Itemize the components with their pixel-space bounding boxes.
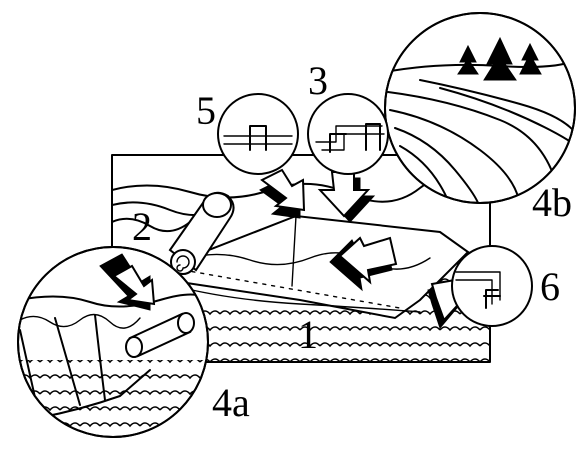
tree-icon [457, 36, 542, 81]
roll-icon [168, 191, 235, 275]
label-2: 2 [132, 204, 152, 249]
staple-anchor-icon [483, 289, 501, 309]
arrow-2-icon [99, 253, 156, 311]
label-1: 1 [298, 312, 318, 357]
label-6: 6 [540, 264, 560, 309]
staple-overlap-icon [329, 123, 381, 153]
detail-4b [384, 12, 576, 204]
liner-sheet [174, 214, 470, 320]
label-3: 3 [308, 58, 328, 103]
roll-detail-icon [125, 312, 195, 358]
detail-5 [217, 93, 299, 175]
detail-4a [17, 246, 209, 438]
arrow-3-icon [317, 171, 376, 223]
label-4b: 4b [532, 180, 572, 225]
detail-3 [307, 93, 389, 175]
pull-arrow-icon [329, 236, 398, 292]
detail-6 [451, 245, 533, 327]
label-4a: 4a [212, 380, 250, 425]
arrow-5-icon [259, 168, 306, 219]
label-5: 5 [196, 88, 216, 133]
staple-icon [249, 125, 267, 151]
